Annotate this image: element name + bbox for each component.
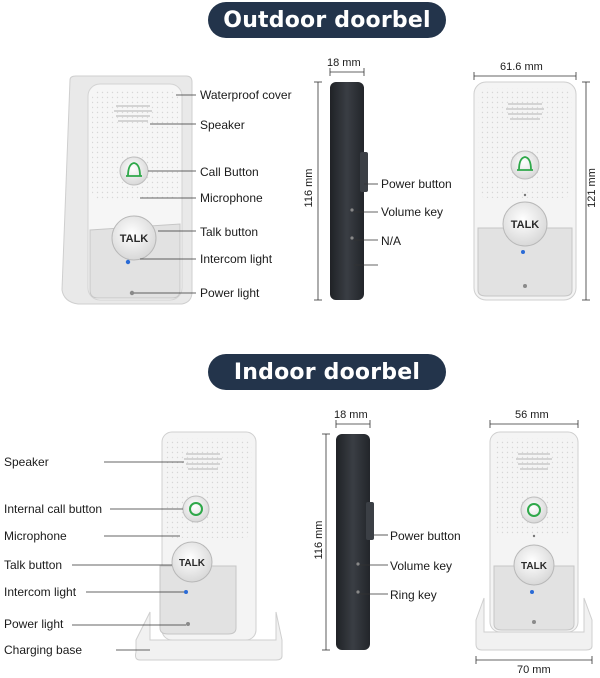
indoor-front-view: TALK <box>475 431 593 651</box>
label-indoor-microphone: Microphone <box>4 529 67 543</box>
bell-icon <box>517 156 533 171</box>
dim-outdoor-side-height: 116 mm <box>303 168 315 208</box>
indoor-title: Indoor doorbel <box>208 354 446 390</box>
dim-indoor-side-height: 116 mm <box>313 520 325 560</box>
label-charging-base: Charging base <box>4 643 83 657</box>
dim-indoor-base-width: 70 mm <box>517 664 551 676</box>
label-indoor-power-button: Power button <box>390 529 461 543</box>
indoor-callouts <box>72 461 186 651</box>
label-waterproof-cover: Waterproof cover <box>200 88 292 102</box>
outdoor-front-view: TALK <box>473 81 577 301</box>
label-intercom-light: Intercom light <box>200 252 273 266</box>
talk-button-text: TALK <box>120 233 149 245</box>
indoor-front-dimension-lines <box>475 420 593 664</box>
talk-button-text: TALK <box>521 561 548 572</box>
call-button-shape <box>119 156 149 186</box>
dim-indoor-side-width: 18 mm <box>334 409 368 421</box>
outdoor-title: Outdoor doorbel <box>208 2 446 38</box>
label-volume-key: Volume key <box>381 205 444 219</box>
talk-button-text: TALK <box>179 558 206 569</box>
charging-base-shape <box>135 611 283 661</box>
dim-outdoor-front-height: 121 mm <box>586 168 598 208</box>
label-indoor-speaker: Speaker <box>4 455 49 469</box>
outdoor-side-callouts <box>354 183 378 266</box>
indoor-side-view <box>336 434 374 650</box>
label-talk-button: Talk button <box>200 225 259 239</box>
label-power-button: Power button <box>381 177 452 191</box>
talk-button-text: TALK <box>511 219 540 231</box>
bell-icon <box>126 162 142 177</box>
speaker-grille <box>114 105 152 122</box>
label-power-light: Power light <box>200 286 260 300</box>
label-speaker: Speaker <box>200 118 245 132</box>
label-indoor-power-light: Power light <box>4 617 64 631</box>
power-light-dot <box>129 290 135 296</box>
outdoor-callouts <box>134 94 196 294</box>
label-na: N/A <box>381 234 402 248</box>
phone-icon <box>527 503 541 517</box>
label-ring-key: Ring key <box>390 588 437 602</box>
phone-icon <box>189 502 203 516</box>
dim-outdoor-front-width: 61.6 mm <box>500 61 543 73</box>
dim-indoor-front-width: 56 mm <box>515 409 549 421</box>
intercom-light-dot <box>125 259 131 265</box>
indoor-side-dimension-lines <box>322 420 371 651</box>
label-microphone: Microphone <box>200 191 263 205</box>
label-indoor-talk-button: Talk button <box>4 558 63 572</box>
label-indoor-volume-key: Volume key <box>390 559 453 573</box>
indoor-side-callouts <box>360 534 388 595</box>
indoor-unit-angled: TALK <box>135 431 283 661</box>
outdoor-side-dimension-lines <box>314 68 365 301</box>
label-internal-call-button: Internal call button <box>4 502 103 516</box>
dim-outdoor-side-width: 18 mm <box>327 57 361 69</box>
label-call-button: Call Button <box>200 165 259 179</box>
outdoor-front-dimension-lines <box>473 72 590 301</box>
talk-button-shape <box>111 215 157 261</box>
label-indoor-intercom-light: Intercom light <box>4 585 77 599</box>
outdoor-side-view <box>330 82 368 300</box>
outdoor-unit-angled: TALK <box>61 75 193 305</box>
